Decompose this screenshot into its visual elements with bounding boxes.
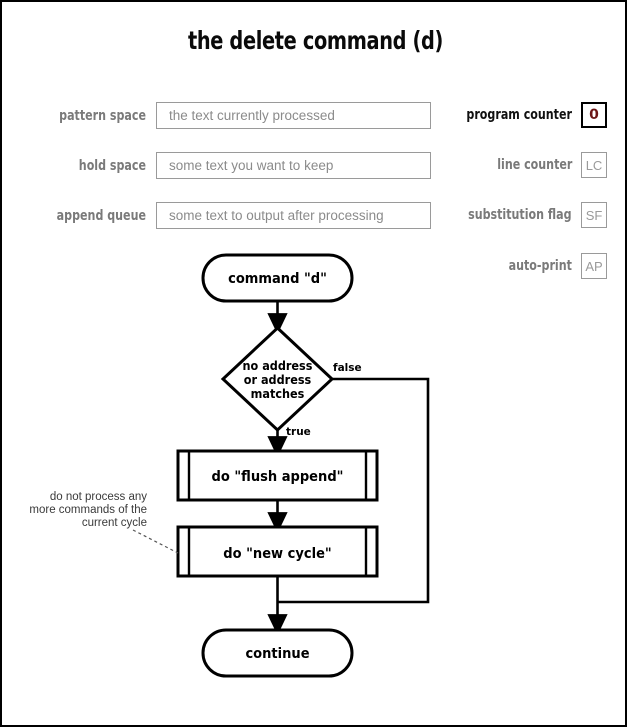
register-value-pattern-space[interactable]: the text currently processed xyxy=(156,102,431,129)
register-value-hold-space[interactable]: some text you want to keep xyxy=(156,152,431,179)
register-value-append-queue[interactable]: some text to output after processing xyxy=(156,202,431,229)
register-row-line-counter: line counter LC xyxy=(422,152,607,178)
flow-node-decision-label-line2: or address xyxy=(244,372,312,387)
flow-node-process-flush-append[interactable] xyxy=(176,449,379,502)
annotation-note-line2: more commands of the xyxy=(29,504,147,516)
register-row-auto-print: auto-print AP xyxy=(422,253,607,279)
flow-node-continue[interactable] xyxy=(201,628,354,678)
register-row-hold-space: hold space some text you want to keep xyxy=(42,152,431,179)
flow-node-process-new-cycle[interactable] xyxy=(176,525,379,578)
edge-false-label: false xyxy=(333,362,362,374)
annotation-note-line3: current cycle xyxy=(82,517,147,529)
flow-node-process-flush-append-label: do "flush append" xyxy=(212,469,344,485)
flow-node-decision-label-line1: no address xyxy=(243,358,313,373)
register-label-line-counter: line counter xyxy=(496,157,572,173)
register-value-line-counter[interactable]: LC xyxy=(581,152,607,178)
register-row-pattern-space: pattern space the text currently process… xyxy=(42,102,431,129)
register-row-program-counter: program counter 0 xyxy=(422,102,607,128)
page-title: the delete command (d) xyxy=(187,26,444,55)
register-label-substitution-flag: substitution flag xyxy=(468,207,572,223)
flow-node-start-label: command "d" xyxy=(228,271,327,287)
register-value-auto-print[interactable]: AP xyxy=(581,253,607,279)
register-row-substitution-flag: substitution flag SF xyxy=(422,202,607,228)
flow-node-continue-label: continue xyxy=(245,646,309,662)
register-label-append-queue: append queue xyxy=(56,207,146,224)
register-row-append-queue: append queue some text to output after p… xyxy=(42,202,431,229)
flow-node-decision-label-line3: matches xyxy=(251,386,305,401)
flow-node-decision[interactable] xyxy=(220,325,335,433)
register-value-substitution-flag[interactable]: SF xyxy=(581,202,607,228)
register-label-auto-print: auto-print xyxy=(508,258,572,274)
flow-node-start[interactable] xyxy=(201,253,354,303)
register-value-program-counter[interactable]: 0 xyxy=(581,102,607,128)
flow-node-process-new-cycle-label: do "new cycle" xyxy=(223,546,331,562)
register-label-hold-space: hold space xyxy=(78,157,146,174)
edge-false-branch xyxy=(277,377,430,604)
edge-true-label: true xyxy=(286,426,311,438)
annotation-leader-line xyxy=(132,529,179,554)
register-label-pattern-space: pattern space xyxy=(59,107,147,124)
annotation-note-line1: do not process any xyxy=(50,491,147,503)
register-label-program-counter: program counter xyxy=(466,107,572,123)
